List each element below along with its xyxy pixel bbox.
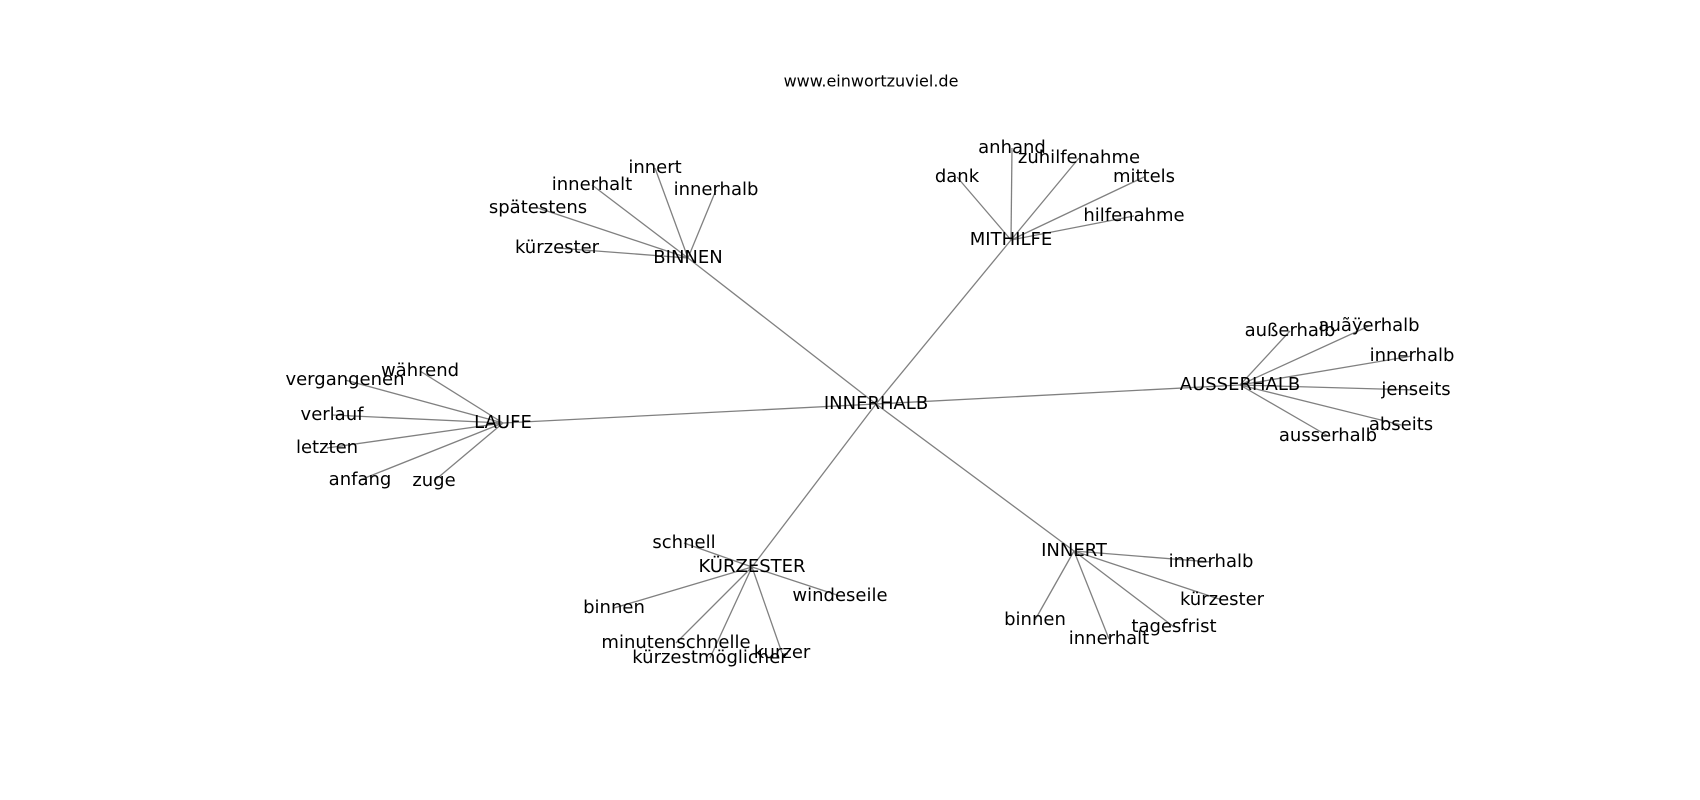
leaf-node-innert-innerhalb: innerhalb	[1169, 551, 1254, 572]
edge-laufe-to-laufe-waehrend	[419, 370, 504, 424]
edge-ausserhalb-to-ausserhalb-abseits	[1239, 384, 1402, 426]
edge-ausserhalb-to-ausserhalb-ausserhalb	[1239, 384, 1329, 437]
leaf-node-innert-kuerzester: kürzester	[1180, 589, 1265, 610]
hub-node-laufe: LAUFE	[474, 412, 532, 433]
edge-innerhalb-to-innert	[875, 403, 1075, 552]
site-title: www.einwortzuviel.de	[784, 72, 959, 91]
leaf-node-mithilfe-dank: dank	[935, 166, 980, 187]
edge-kuerzester-to-kuerzester-kurzer	[751, 566, 783, 654]
leaf-node-mithilfe-anhand: anhand	[978, 137, 1046, 158]
edge-mithilfe-to-mithilfe-hilfenahme	[1010, 215, 1135, 241]
leaf-node-mithilfe-zuhilfenahme: zuhilfenahme	[1018, 147, 1140, 168]
edge-laufe-to-laufe-vergangenen	[344, 379, 504, 424]
edge-mithilfe-to-mithilfe-anhand	[1010, 147, 1013, 241]
edge-innerhalb-to-laufe	[502, 403, 877, 424]
edge-innert-to-innert-kuerzester	[1073, 550, 1223, 601]
leaf-node-innert-binnen: binnen	[1004, 609, 1066, 630]
edge-binnen-to-binnen-spaetestens	[537, 207, 689, 259]
edge-innert-to-innert-binnen	[1034, 550, 1075, 621]
edge-innerhalb-to-ausserhalb	[875, 384, 1241, 405]
edge-laufe-to-laufe-letzten	[326, 422, 504, 449]
leaf-node-ausserhalb-auayerhalb: auãÿerhalb	[1318, 315, 1419, 336]
leaf-node-innert-tagesfrist: tagesfrist	[1131, 616, 1216, 637]
leaf-node-ausserhalb-abseits: abseits	[1369, 414, 1433, 435]
leaf-node-laufe-verlauf: verlauf	[301, 404, 365, 425]
edge-mithilfe-to-mithilfe-zuhilfenahme	[1010, 157, 1080, 241]
edges-layer	[326, 147, 1417, 659]
edge-laufe-to-laufe-verlauf	[331, 414, 504, 424]
edge-innert-to-innert-innerhalb	[1073, 550, 1212, 563]
hub-node-binnen: BINNEN	[653, 247, 722, 268]
edge-ausserhalb-to-ausserhalb-innerhalb	[1239, 355, 1413, 386]
edge-mithilfe-to-mithilfe-mittels	[1010, 176, 1145, 241]
edge-kuerzester-to-kuerzester-windeseile	[751, 566, 841, 597]
hub-node-kuerzester: KÜRZESTER	[698, 555, 805, 577]
edge-innert-to-innert-tagesfrist	[1073, 550, 1175, 628]
edge-kuerzester-to-kuerzester-binnen	[613, 566, 753, 609]
leaf-node-ausserhalb-innerhalb: innerhalb	[1370, 345, 1455, 366]
leaf-node-ausserhalb-jenseits: jenseits	[1380, 379, 1450, 400]
leaf-node-kuerzester-kurzer: kurzer	[754, 642, 811, 663]
edge-innert-to-innert-innerhalt	[1073, 550, 1110, 640]
edge-binnen-to-binnen-kuerzester	[556, 247, 689, 259]
leaf-node-binnen-innert: innert	[628, 157, 681, 178]
edge-binnen-to-binnen-innerhalb	[687, 189, 717, 259]
leaf-node-laufe-anfang: anfang	[329, 469, 392, 490]
edge-innerhalb-to-mithilfe	[875, 239, 1012, 405]
edge-laufe-to-laufe-zuge	[433, 422, 504, 482]
leaf-node-laufe-zuge: zuge	[412, 470, 455, 491]
edge-binnen-to-binnen-innert	[654, 167, 689, 259]
leaf-node-ausserhalb-ausserhalb-sz: außerhalb	[1245, 320, 1336, 341]
edge-ausserhalb-to-ausserhalb-auayerhalb	[1239, 325, 1370, 386]
edge-laufe-to-laufe-anfang	[359, 422, 504, 481]
hub-node-mithilfe: MITHILFE	[970, 229, 1052, 250]
leaf-node-binnen-innerhalt: innerhalt	[552, 174, 632, 195]
leaf-node-binnen-spaetestens: spätestens	[489, 197, 587, 218]
leaf-node-kuerzester-binnen: binnen	[583, 597, 645, 618]
leaf-node-kuerzester-kuerzestmoeglicher: kürzestmöglicher	[632, 647, 788, 668]
center-node-innerhalb: INNERHALB	[824, 393, 928, 414]
edge-kuerzester-to-kuerzester-minutenschnelle	[675, 566, 753, 644]
hub-node-innert: INNERT	[1041, 540, 1108, 561]
edge-innerhalb-to-binnen	[687, 257, 877, 405]
leaf-node-laufe-letzten: letzten	[296, 437, 358, 458]
edge-innerhalb-to-kuerzester	[751, 403, 877, 568]
leaf-node-mithilfe-mittels: mittels	[1113, 166, 1175, 187]
hub-node-ausserhalb: AUSSERHALB	[1180, 374, 1300, 395]
leaf-node-innert-innerhalt: innerhalt	[1069, 628, 1149, 649]
leaf-node-laufe-waehrend: während	[381, 360, 459, 381]
edge-ausserhalb-to-ausserhalb-ausserhalb-sz	[1239, 330, 1291, 386]
edge-mithilfe-to-mithilfe-dank	[956, 176, 1012, 241]
leaf-node-mithilfe-hilfenahme: hilfenahme	[1083, 205, 1184, 226]
leaf-node-binnen-innerhalb: innerhalb	[674, 179, 759, 200]
edge-ausserhalb-to-ausserhalb-jenseits	[1239, 384, 1417, 391]
edge-kuerzester-to-kuerzester-schnell	[683, 542, 753, 568]
leaf-node-binnen-kuerzester: kürzester	[515, 237, 600, 258]
leaf-node-ausserhalb-ausserhalb: ausserhalb	[1279, 425, 1377, 446]
leaf-node-kuerzester-windeseile: windeseile	[792, 585, 887, 606]
leaf-node-kuerzester-schnell: schnell	[652, 532, 715, 553]
edge-kuerzester-to-kuerzester-kuerzestmoeglicher	[709, 566, 753, 659]
leaf-node-kuerzester-minutenschnelle: minutenschnelle	[601, 632, 750, 653]
edge-binnen-to-binnen-innerhalt	[591, 184, 689, 259]
leaf-node-laufe-vergangenen: vergangenen	[285, 369, 404, 390]
